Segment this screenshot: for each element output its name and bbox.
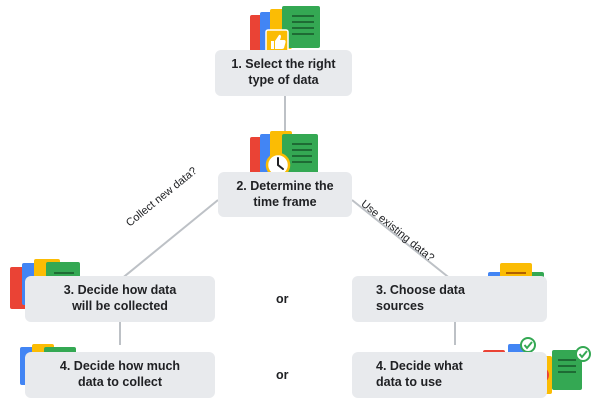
step-label: 4. Decide what data to use — [376, 359, 463, 389]
step-decide-what-data: 4. Decide what data to use — [352, 352, 547, 398]
checkmark-icon — [575, 346, 591, 362]
step-select-type-of-data: 1. Select the right type of data — [215, 50, 352, 96]
step-label: 3. Decide how data will be collected — [63, 283, 177, 313]
step-decide-how-collected: 3. Decide how data will be collected — [25, 276, 215, 322]
step-decide-how-much-data: 4. Decide how much data to collect — [25, 352, 215, 398]
connector-line — [119, 199, 219, 281]
step-determine-time-frame: 2. Determine the time frame — [218, 172, 352, 217]
step-label: 3. Choose data sources — [376, 283, 465, 313]
or-label: or — [276, 368, 289, 382]
checkmark-icon — [520, 337, 536, 353]
step-label: 2. Determine the time frame — [236, 178, 334, 209]
step-choose-data-sources: 3. Choose data sources — [352, 276, 547, 322]
clock-documents-icon — [250, 131, 318, 178]
thumbs-up-documents-icon — [250, 6, 320, 55]
thumbs-up-icon — [265, 29, 289, 53]
connector-line — [351, 199, 453, 281]
or-label: or — [276, 292, 289, 306]
step-label: 1. Select the right type of data — [231, 57, 336, 87]
step-label: 4. Decide how much data to collect — [59, 359, 181, 389]
